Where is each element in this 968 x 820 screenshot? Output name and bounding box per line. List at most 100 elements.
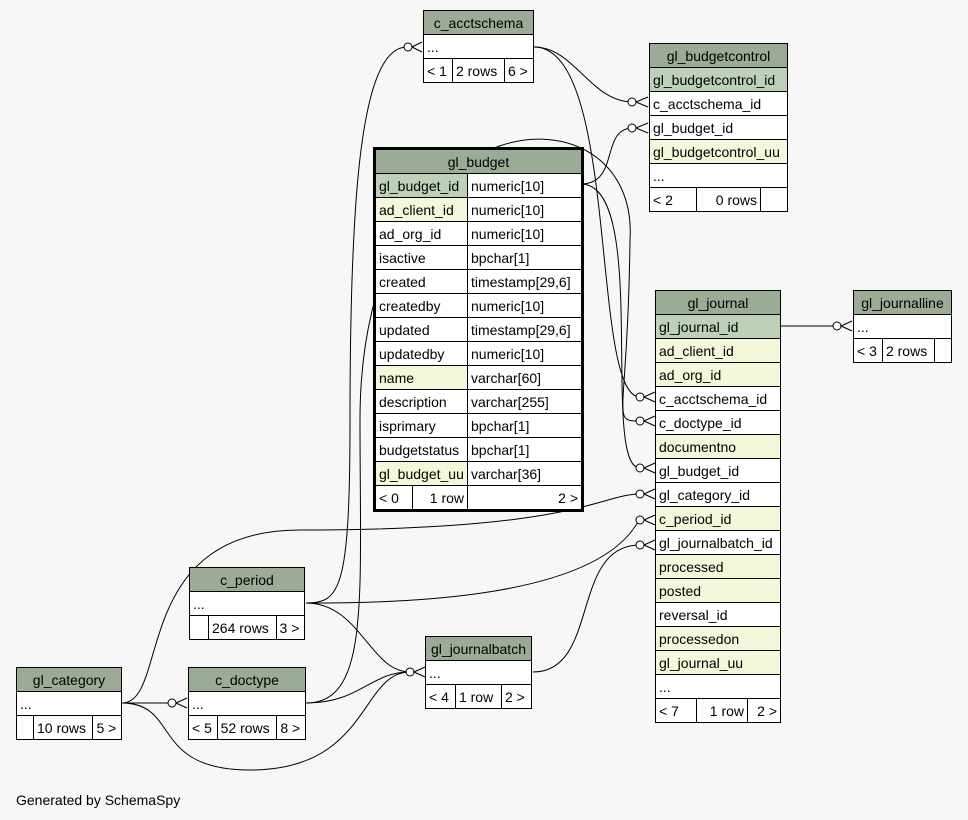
column-row: c_period_id xyxy=(655,506,781,531)
column-type: timestamp[29,6] xyxy=(467,269,583,294)
column-name: budgetstatus xyxy=(374,437,468,462)
column-type: timestamp[29,6] xyxy=(467,317,583,342)
column-name: updatedby xyxy=(374,341,468,366)
edge-doctype-journalbatch xyxy=(305,671,411,704)
column-name: gl_budget_uu xyxy=(374,461,468,486)
column-row: ... xyxy=(649,163,788,188)
parents-count: < 7 xyxy=(655,698,697,723)
edge-budget-journal xyxy=(580,183,641,469)
table-title[interactable]: gl_budgetcontrol xyxy=(649,43,788,68)
parents-count xyxy=(16,715,34,740)
row-count: 0 rows xyxy=(696,187,761,212)
row-count: 1 row xyxy=(454,684,502,709)
children-count: 2 > xyxy=(500,684,533,709)
column-row: gl_journalbatch_id xyxy=(655,530,781,555)
edge-journalbatch-journal xyxy=(532,544,641,673)
column-row: ... xyxy=(655,674,781,699)
edge-period-journal xyxy=(305,517,641,604)
parents-count: < 2 xyxy=(649,187,697,212)
table-c-period[interactable]: c_period ... 264 rows 3 > xyxy=(189,567,306,640)
table-c-acctschema[interactable]: c_acctschema ... < 1 2 rows 6 > xyxy=(423,10,534,83)
column-name: isactive xyxy=(374,245,468,270)
table-gl-journalline[interactable]: gl_journalline ... < 3 2 rows xyxy=(853,290,952,363)
parents-count: < 4 xyxy=(425,684,456,709)
column-name: created xyxy=(374,269,468,294)
column-ellipsis: ... xyxy=(425,660,532,685)
row-count: 1 row xyxy=(696,698,748,723)
parents-count xyxy=(189,615,209,640)
parents-count: < 1 xyxy=(423,58,453,83)
column-row: posted xyxy=(655,578,781,603)
row-count: 1 row xyxy=(412,485,468,511)
column-name: createdby xyxy=(374,293,468,318)
column-row: gl_category_id xyxy=(655,482,781,507)
table-c-doctype[interactable]: c_doctype ... < 5 52 rows 8 > xyxy=(188,667,306,740)
column-row: processedon xyxy=(655,626,781,651)
column-type: bpchar[1] xyxy=(467,437,583,462)
column-row: gl_budgetcontrol_id xyxy=(649,67,788,92)
table-title[interactable]: gl_journalbatch xyxy=(425,636,532,661)
table-title[interactable]: c_acctschema xyxy=(423,10,534,35)
children-count xyxy=(934,338,952,363)
generated-by-note: Generated by SchemaSpy xyxy=(16,792,181,808)
row-count: 2 rows xyxy=(451,58,506,83)
column-row: gl_budget_id xyxy=(649,115,788,140)
table-title[interactable]: gl_budget xyxy=(374,148,583,174)
children-count xyxy=(760,187,788,212)
table-gl-journalbatch[interactable]: gl_journalbatch ... < 4 1 row 2 > xyxy=(425,636,533,709)
column-name: isprimary xyxy=(374,413,468,438)
column-row: processed xyxy=(655,554,781,579)
column-type: numeric[10] xyxy=(467,341,583,366)
parents-count: < 5 xyxy=(188,715,218,740)
table-title[interactable]: gl_category xyxy=(16,667,122,692)
children-count: 2 > xyxy=(467,485,583,511)
column-ellipsis: ... xyxy=(188,691,306,716)
column-type: bpchar[1] xyxy=(467,413,583,438)
column-row: gl_budgetcontrol_uu xyxy=(649,139,788,164)
column-name: gl_budget_id xyxy=(374,173,468,198)
parents-count: < 0 xyxy=(374,485,413,511)
column-row: documentno xyxy=(655,434,781,459)
column-row: gl_journal_id xyxy=(655,314,781,339)
row-count: 52 rows xyxy=(216,715,278,740)
column-ellipsis: ... xyxy=(16,691,122,716)
column-row: ad_client_id xyxy=(655,338,781,363)
column-name: description xyxy=(374,389,468,414)
column-type: numeric[10] xyxy=(467,197,583,222)
column-type: varchar[36] xyxy=(467,461,583,486)
table-title[interactable]: c_doctype xyxy=(188,667,306,692)
parents-count: < 3 xyxy=(853,338,883,363)
column-row: ad_org_id xyxy=(655,362,781,387)
table-gl-budgetcontrol[interactable]: gl_budgetcontrol gl_budgetcontrol_id c_a… xyxy=(649,43,788,212)
column-name: updated xyxy=(374,317,468,342)
column-type: varchar[255] xyxy=(467,389,583,414)
column-type: bpchar[1] xyxy=(467,245,583,270)
row-count: 10 rows xyxy=(32,715,94,740)
column-ellipsis: ... xyxy=(189,591,305,616)
table-title[interactable]: gl_journal xyxy=(655,290,781,315)
children-count: 6 > xyxy=(504,58,534,83)
column-name: ad_client_id xyxy=(374,197,468,222)
column-row: gl_budget_id xyxy=(655,458,781,483)
column-row: c_acctschema_id xyxy=(655,386,781,411)
row-count: 2 rows xyxy=(881,338,936,363)
column-row: c_doctype_id xyxy=(655,410,781,435)
edge-acctschema-budgetcontrol xyxy=(533,46,634,103)
row-count: 264 rows xyxy=(208,615,277,640)
column-name: name xyxy=(374,365,468,390)
table-gl-journal[interactable]: gl_journal gl_journal_id ad_client_id ad… xyxy=(655,290,781,723)
column-ellipsis: ... xyxy=(423,34,534,59)
table-title[interactable]: gl_journalline xyxy=(853,290,952,315)
column-type: varchar[60] xyxy=(467,365,583,390)
column-name: ad_org_id xyxy=(374,221,468,246)
column-row: c_acctschema_id xyxy=(649,91,788,116)
table-title[interactable]: c_period xyxy=(189,567,305,592)
column-row: reversal_id xyxy=(655,602,781,627)
children-count: 8 > xyxy=(276,715,306,740)
column-type: numeric[10] xyxy=(467,221,583,246)
edge-budget-budgetcontrol xyxy=(580,127,634,185)
column-row: gl_journal_uu xyxy=(655,650,781,675)
table-gl-category[interactable]: gl_category ... 10 rows 5 > xyxy=(16,667,122,740)
children-count: 2 > xyxy=(747,698,781,723)
